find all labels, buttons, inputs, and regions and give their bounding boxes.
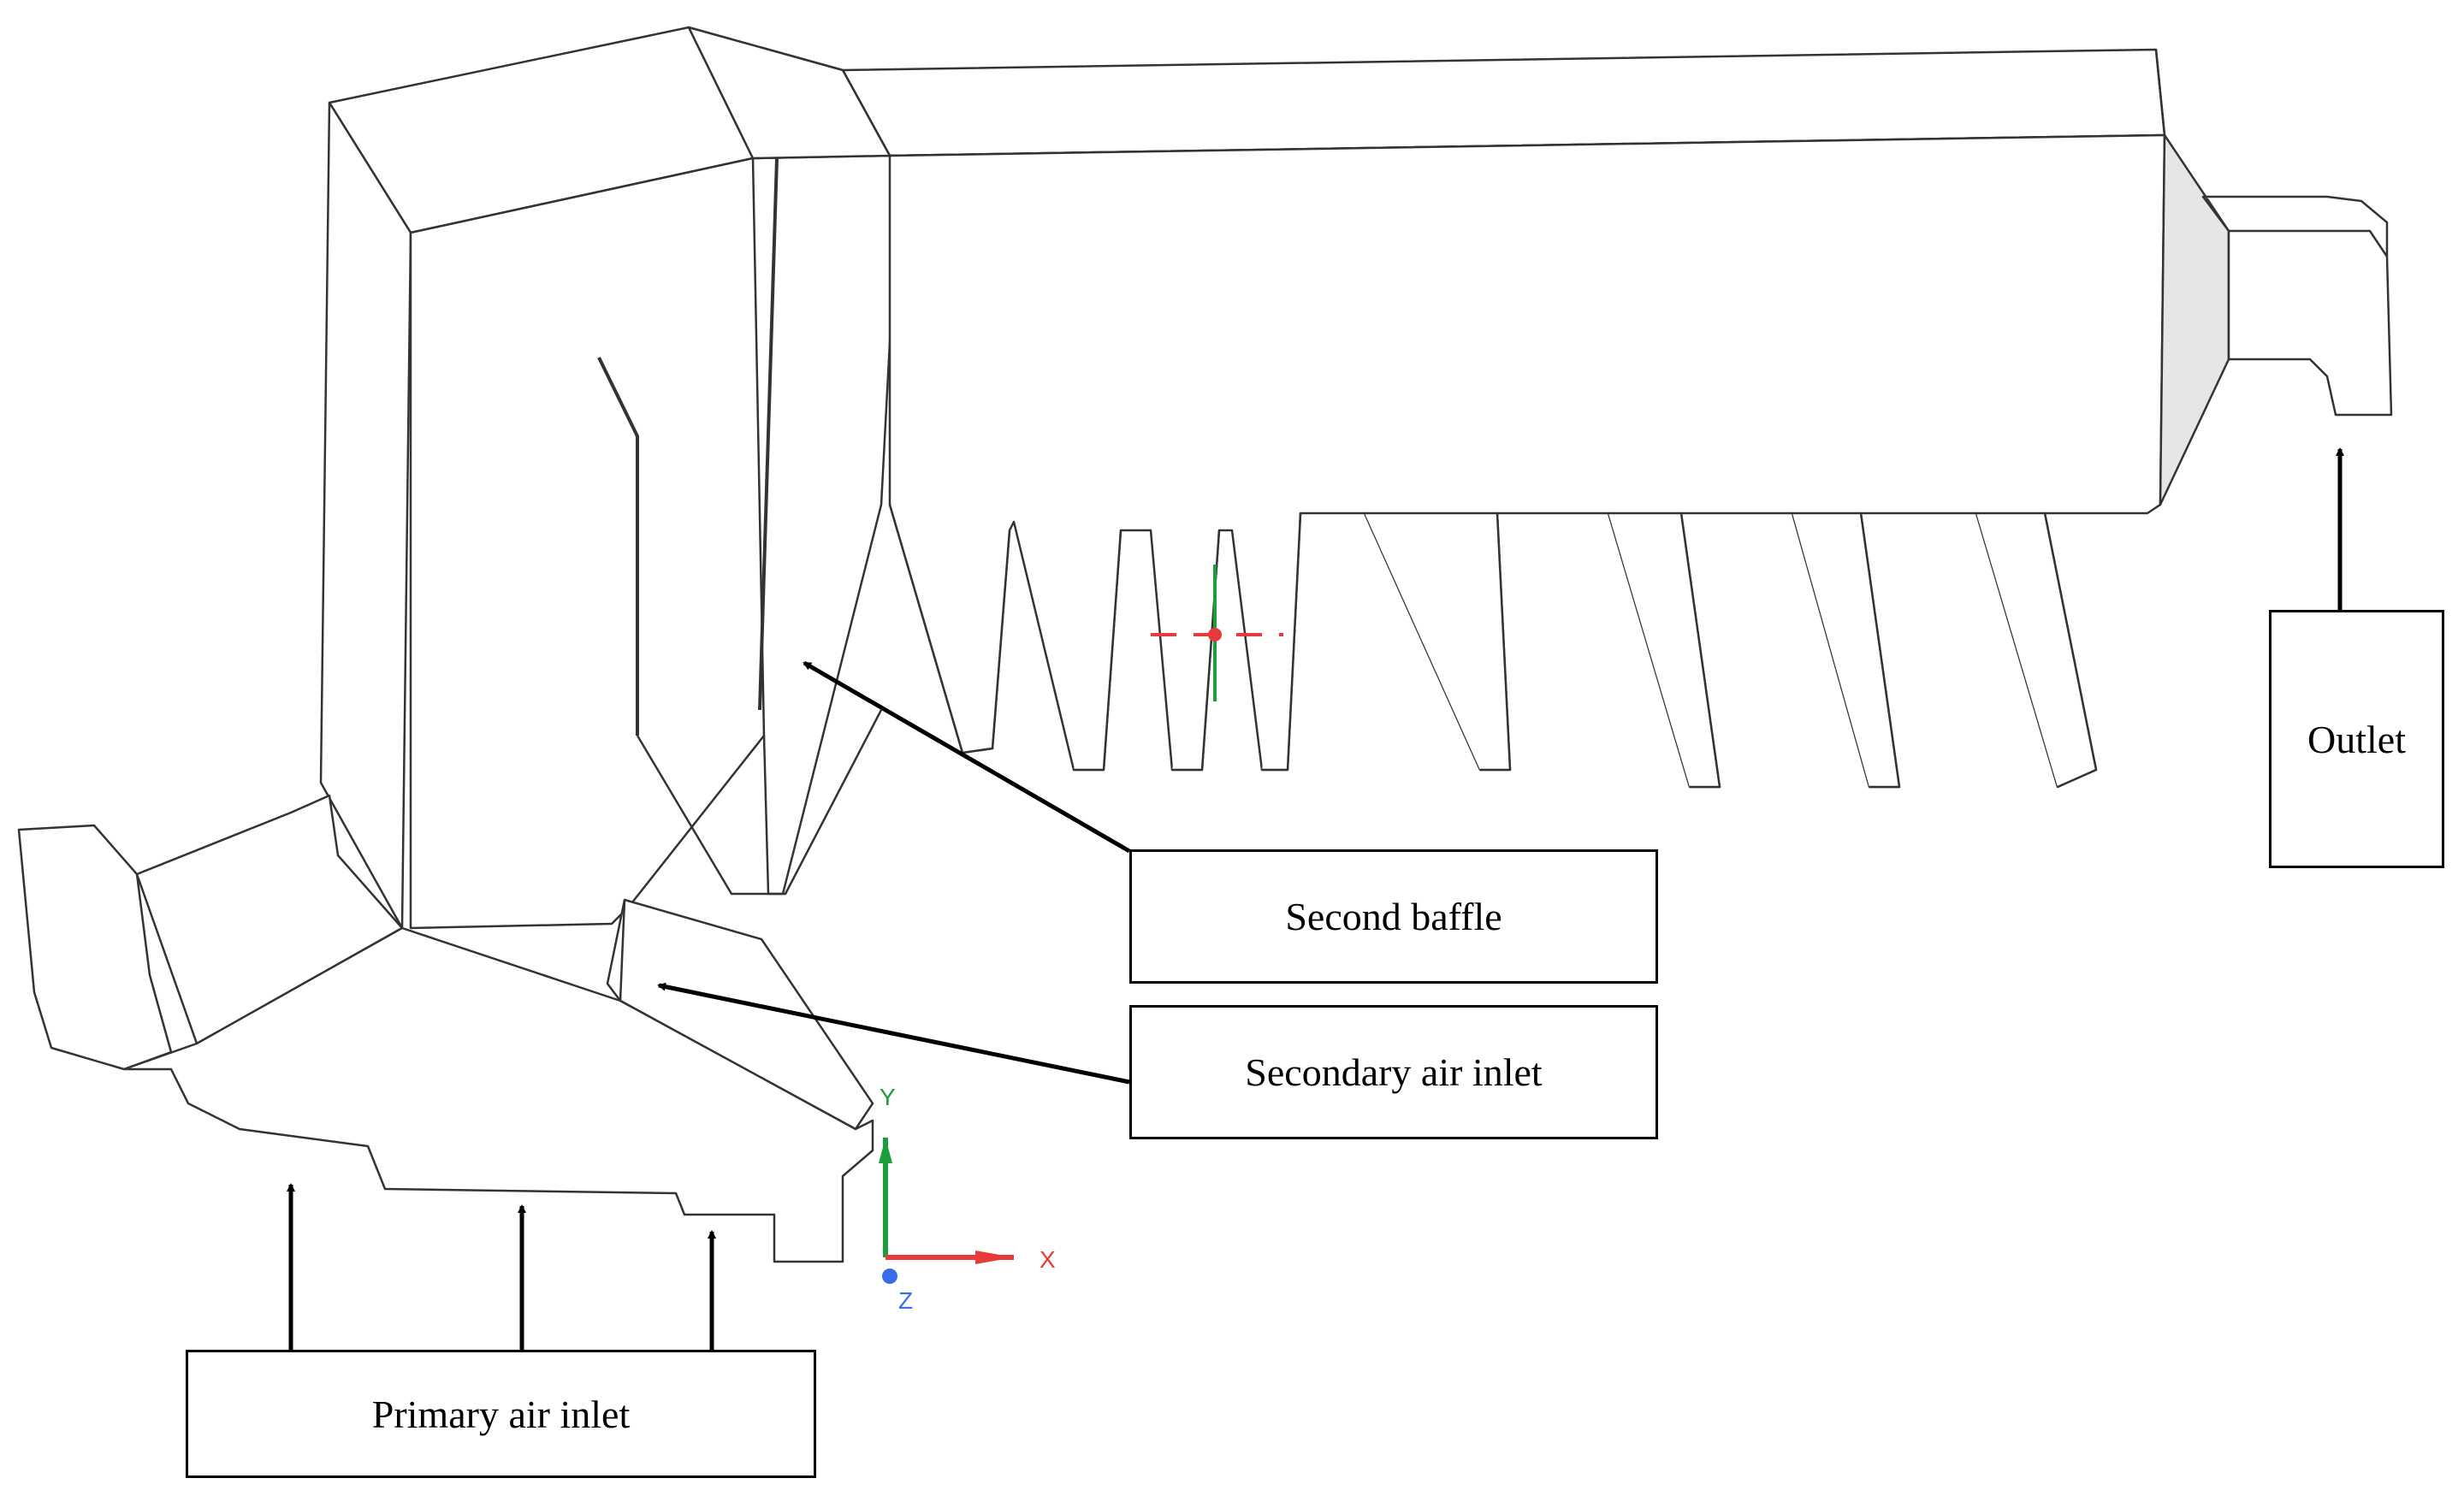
x-axis-arrowhead bbox=[975, 1251, 1014, 1264]
secondary-air-inlet-label: Secondary air inlet bbox=[1129, 1005, 1658, 1139]
center-marker bbox=[1151, 565, 1283, 701]
outlet-label: Outlet bbox=[2269, 610, 2444, 868]
main-body bbox=[888, 133, 2166, 789]
first-pass-side bbox=[319, 101, 412, 930]
z-axis-label: Z bbox=[898, 1287, 913, 1314]
top-duct bbox=[687, 26, 2166, 157]
z-axis-dot bbox=[882, 1268, 897, 1284]
axis-triad: Y X Z bbox=[879, 1084, 1056, 1314]
primary-air-inlet-label: Primary air inlet bbox=[186, 1350, 816, 1478]
hopper-face-7 bbox=[1792, 512, 1901, 789]
secondary-air-arrow bbox=[657, 982, 1130, 1085]
first-baffle bbox=[597, 357, 639, 736]
second-baffle-arrow bbox=[803, 660, 1131, 854]
second-baffle bbox=[758, 157, 779, 711]
hopper-face-6 bbox=[1608, 512, 1721, 789]
second-baffle-label: Second baffle bbox=[1129, 849, 1658, 984]
secondary-air-lip bbox=[619, 899, 626, 1002]
hopper-face-4 bbox=[1262, 512, 1302, 772]
outlet-transition bbox=[2159, 133, 2230, 506]
bottom-grate bbox=[122, 926, 874, 1263]
second-pass-hopper bbox=[636, 709, 883, 896]
hopper-face-1 bbox=[888, 504, 1011, 754]
outlet-duct bbox=[2201, 195, 2393, 417]
x-axis-label: X bbox=[1040, 1246, 1056, 1273]
hopper-face-2 bbox=[1074, 529, 1122, 772]
primary-air-box bbox=[17, 824, 173, 1071]
y-axis-label: Y bbox=[880, 1084, 896, 1110]
hopper-face-8 bbox=[1976, 512, 2098, 789]
y-axis-arrowhead bbox=[879, 1138, 892, 1163]
first-pass-front bbox=[409, 157, 767, 930]
hopper-face-5 bbox=[1365, 512, 1512, 772]
